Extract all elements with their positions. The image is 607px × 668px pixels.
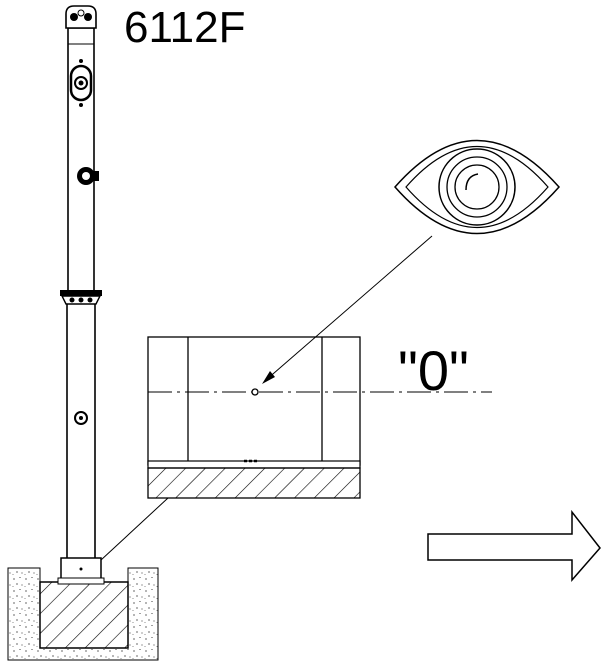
- detail-leader-line: [100, 497, 169, 561]
- side-fitting: [77, 167, 99, 185]
- detail-view: [147, 336, 492, 499]
- right-arrow-icon: [427, 509, 601, 582]
- zero-point: [251, 388, 259, 396]
- pole-joint-collar: [60, 290, 102, 305]
- zero-level-label: "0": [398, 339, 469, 402]
- ground-foundation: [7, 557, 159, 661]
- sight-line: [262, 235, 433, 384]
- pole-button: [74, 411, 88, 425]
- eye-icon: [393, 139, 561, 235]
- detail-slab: [147, 467, 361, 499]
- concrete-footing: [39, 581, 129, 649]
- sensor-module: [69, 59, 93, 107]
- model-title: 6112F: [124, 3, 246, 52]
- pole: [60, 5, 102, 558]
- pole-top-cap: [65, 5, 97, 29]
- detail-frame: [147, 336, 361, 466]
